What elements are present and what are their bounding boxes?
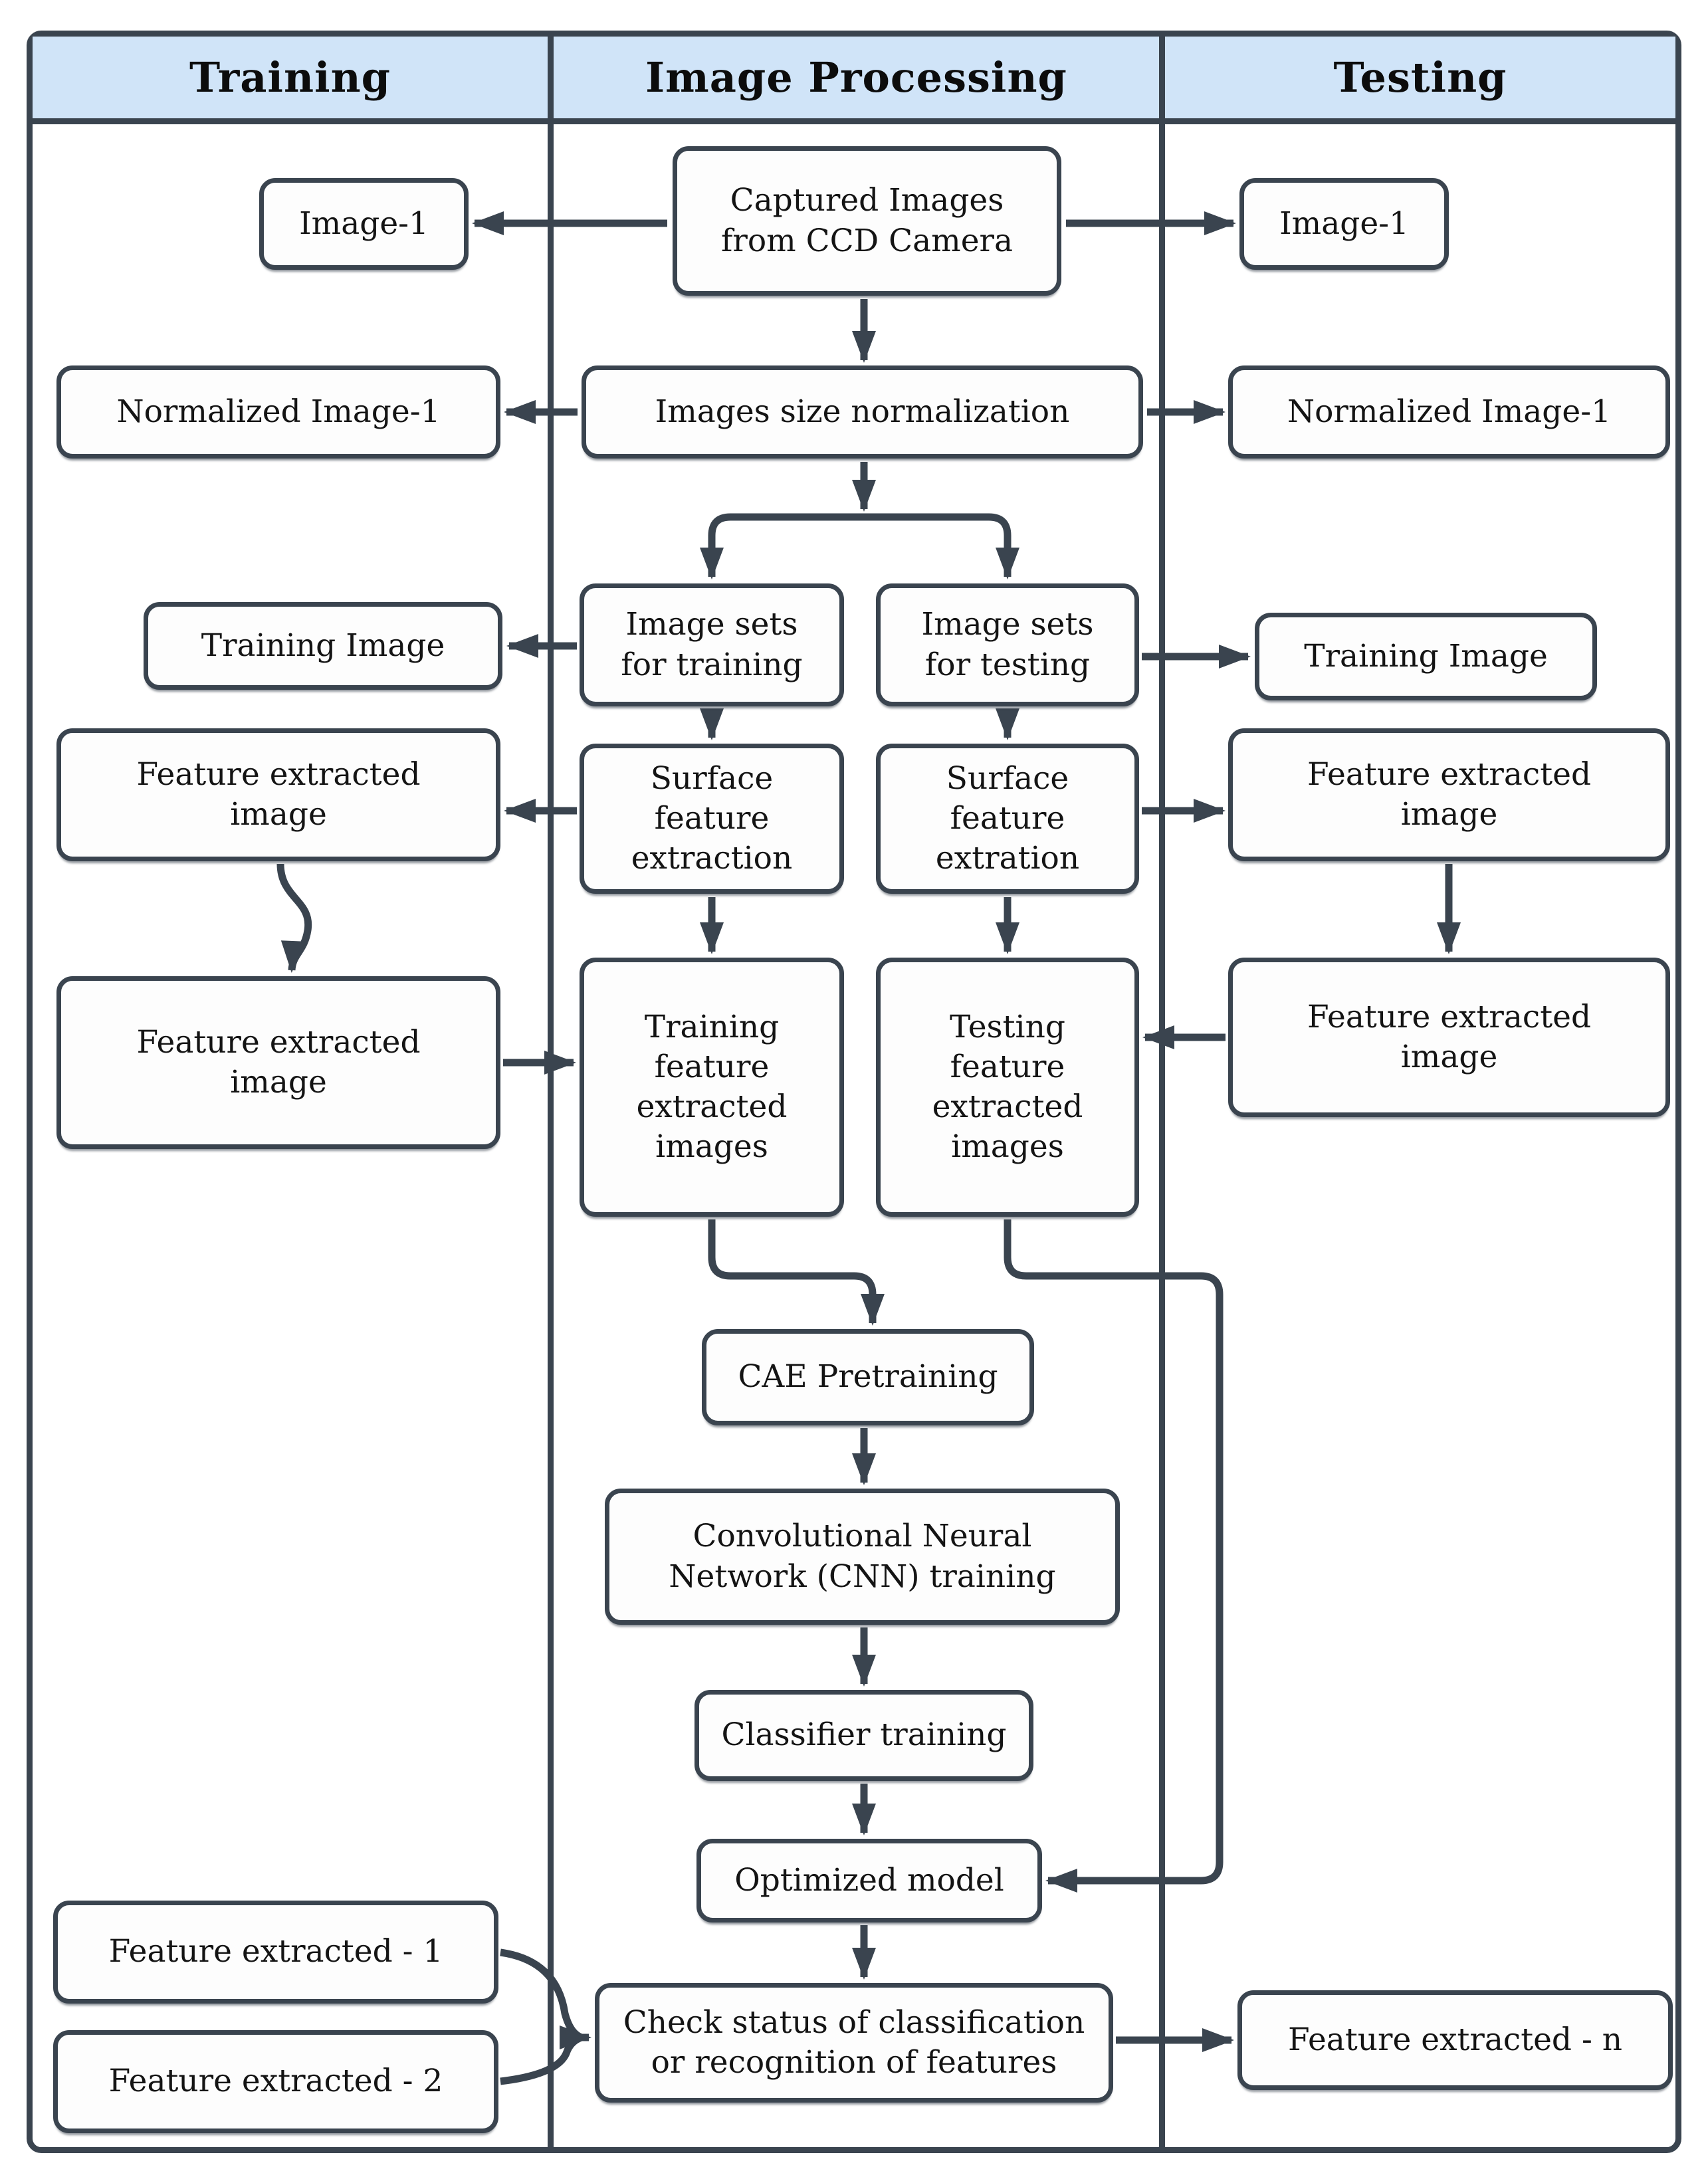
diagram-outer-frame bbox=[27, 31, 1681, 2153]
column-header-training: Training bbox=[189, 52, 391, 102]
node-training-image-right: Training Image bbox=[1255, 613, 1597, 700]
brace-feature2-to-check bbox=[500, 2033, 584, 2085]
node-training-image-left: Training Image bbox=[144, 602, 502, 690]
split-bar bbox=[708, 513, 1012, 552]
arrow-testingfeatures-to-optimized bbox=[1004, 1219, 1224, 1893]
node-surface-feature-extraction-testing: Surface feature extration bbox=[876, 744, 1139, 894]
node-feature-extracted-image-testing-1: Feature extracted image bbox=[1228, 728, 1670, 861]
column-header-testing: Testing bbox=[1333, 52, 1507, 102]
arrow-trainingfeatures-to-cae bbox=[708, 1219, 885, 1326]
column-divider-processing-testing bbox=[1159, 37, 1165, 2147]
node-normalized-image-testing: Normalized Image-1 bbox=[1228, 365, 1670, 459]
node-feature-extracted-2: Feature extracted - 2 bbox=[53, 2030, 498, 2133]
column-divider-training-processing bbox=[548, 37, 554, 2147]
node-image1-testing: Image-1 bbox=[1239, 178, 1449, 270]
node-feature-extracted-n: Feature extracted - n bbox=[1237, 1990, 1673, 2090]
brace-feature1-to-check bbox=[500, 1948, 584, 2041]
header-band bbox=[33, 37, 1675, 124]
node-captured-images: Captured Images from CCD Camera bbox=[673, 146, 1061, 296]
node-training-feature-extracted-images: Training feature extracted images bbox=[580, 958, 844, 1217]
node-normalized-image-training: Normalized Image-1 bbox=[56, 365, 500, 459]
node-classifier-training: Classifier training bbox=[694, 1690, 1033, 1781]
node-feature-extracted-image-training-2: Feature extracted image bbox=[56, 976, 500, 1149]
arrow-featureimage1-to-featureimage2-left bbox=[276, 863, 312, 973]
node-optimized-model: Optimized model bbox=[696, 1839, 1042, 1922]
node-testing-feature-extracted-images: Testing feature extracted images bbox=[876, 958, 1139, 1217]
node-cae-pretraining: CAE Pretraining bbox=[702, 1329, 1034, 1425]
node-image-sets-for-training: Image sets for training bbox=[580, 583, 844, 706]
node-images-size-normalization: Images size normalization bbox=[582, 365, 1143, 459]
node-feature-extracted-image-testing-2: Feature extracted image bbox=[1228, 958, 1670, 1117]
node-feature-extracted-1: Feature extracted - 1 bbox=[53, 1901, 498, 2004]
node-feature-extracted-image-training-1: Feature extracted image bbox=[56, 728, 500, 861]
node-cnn-training: Convolutional Neural Network (CNN) train… bbox=[605, 1489, 1120, 1625]
node-image-sets-for-testing: Image sets for testing bbox=[876, 583, 1139, 706]
node-check-status: Check status of classification or recogn… bbox=[595, 1983, 1113, 2103]
node-surface-feature-extraction-training: Surface feature extraction bbox=[580, 744, 844, 894]
column-header-image-processing: Image Processing bbox=[645, 52, 1067, 102]
node-image1-training: Image-1 bbox=[259, 178, 469, 270]
